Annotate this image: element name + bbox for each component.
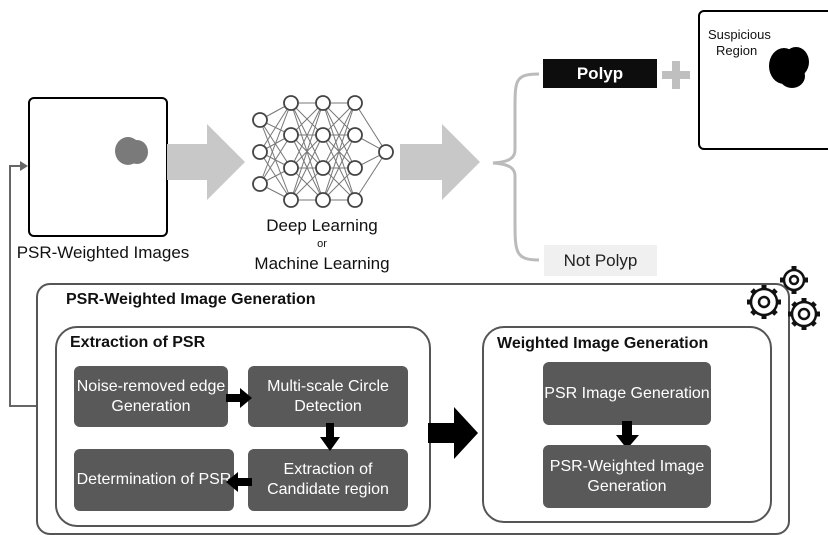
extraction-title: Extraction of PSR	[70, 334, 206, 351]
plus-icon	[662, 61, 690, 89]
nn-node	[347, 160, 363, 176]
nn-connections	[259, 102, 387, 201]
nn-node	[283, 160, 299, 176]
step-determination-psr: Determination of PSR	[74, 449, 234, 511]
nn-node	[315, 127, 331, 143]
nn-node	[315, 192, 331, 208]
step-noise-removed-edge: Noise-removed edge Generation	[74, 366, 228, 427]
suspicious-region-label-line1: Suspicious	[708, 27, 771, 42]
output-brace	[492, 72, 540, 262]
nn-edge	[354, 102, 387, 153]
nn-node	[283, 127, 299, 143]
nn-edge	[259, 102, 292, 153]
model-label-line3: Machine Learning	[254, 254, 390, 273]
nn-node	[347, 95, 363, 111]
neural-network-icon	[252, 95, 394, 208]
step-psr-image-generation: PSR Image Generation	[543, 362, 711, 425]
arrow-right-small	[226, 388, 252, 408]
arrow-down-small	[320, 423, 340, 451]
nn-edge	[259, 134, 292, 185]
suspicious-region-panel	[698, 10, 828, 150]
nn-node	[252, 144, 268, 160]
step-multi-scale-circle: Multi-scale Circle Detection	[248, 366, 408, 427]
nn-edge	[322, 134, 356, 201]
suspicious-blob-icon	[769, 47, 809, 88]
nn-node	[315, 95, 331, 111]
nn-node	[378, 144, 394, 160]
nn-node	[283, 192, 299, 208]
input-image-panel	[28, 97, 168, 237]
input-caption: PSR-Weighted Images	[16, 243, 190, 262]
flow-arrow-output	[400, 124, 480, 200]
generation-title: PSR-Weighted Image Generation	[66, 291, 316, 308]
nn-node	[283, 95, 299, 111]
nn-edge	[290, 102, 324, 201]
not-polyp-label: Not Polyp	[544, 245, 657, 276]
model-label-line2: or	[317, 238, 327, 250]
nn-node	[252, 176, 268, 192]
nn-edge	[290, 102, 324, 169]
step-extraction-candidate: Extraction of Candidate region	[248, 449, 408, 511]
nn-node	[315, 160, 331, 176]
blob-icon	[115, 137, 148, 165]
nn-edge	[322, 102, 356, 169]
weighted-title: Weighted Image Generation	[497, 335, 709, 352]
suspicious-region-label-line2: Region	[716, 43, 758, 58]
nn-edge	[322, 102, 356, 201]
nn-edge	[290, 134, 324, 201]
model-label-line1: Deep Learning	[266, 216, 378, 235]
nn-node	[347, 127, 363, 143]
flow-arrow-input	[167, 124, 245, 200]
nn-node	[347, 192, 363, 208]
arrow-right-large	[428, 407, 478, 459]
arrow-left-small	[226, 472, 252, 492]
nn-edge	[259, 102, 292, 185]
nn-edge	[354, 151, 387, 201]
arrow-down-weighted	[616, 421, 639, 449]
polyp-label: Polyp	[543, 59, 657, 88]
gears-icon	[747, 266, 820, 330]
step-psr-weighted-generation: PSR-Weighted Image Generation	[543, 445, 711, 508]
nn-node	[252, 112, 268, 128]
